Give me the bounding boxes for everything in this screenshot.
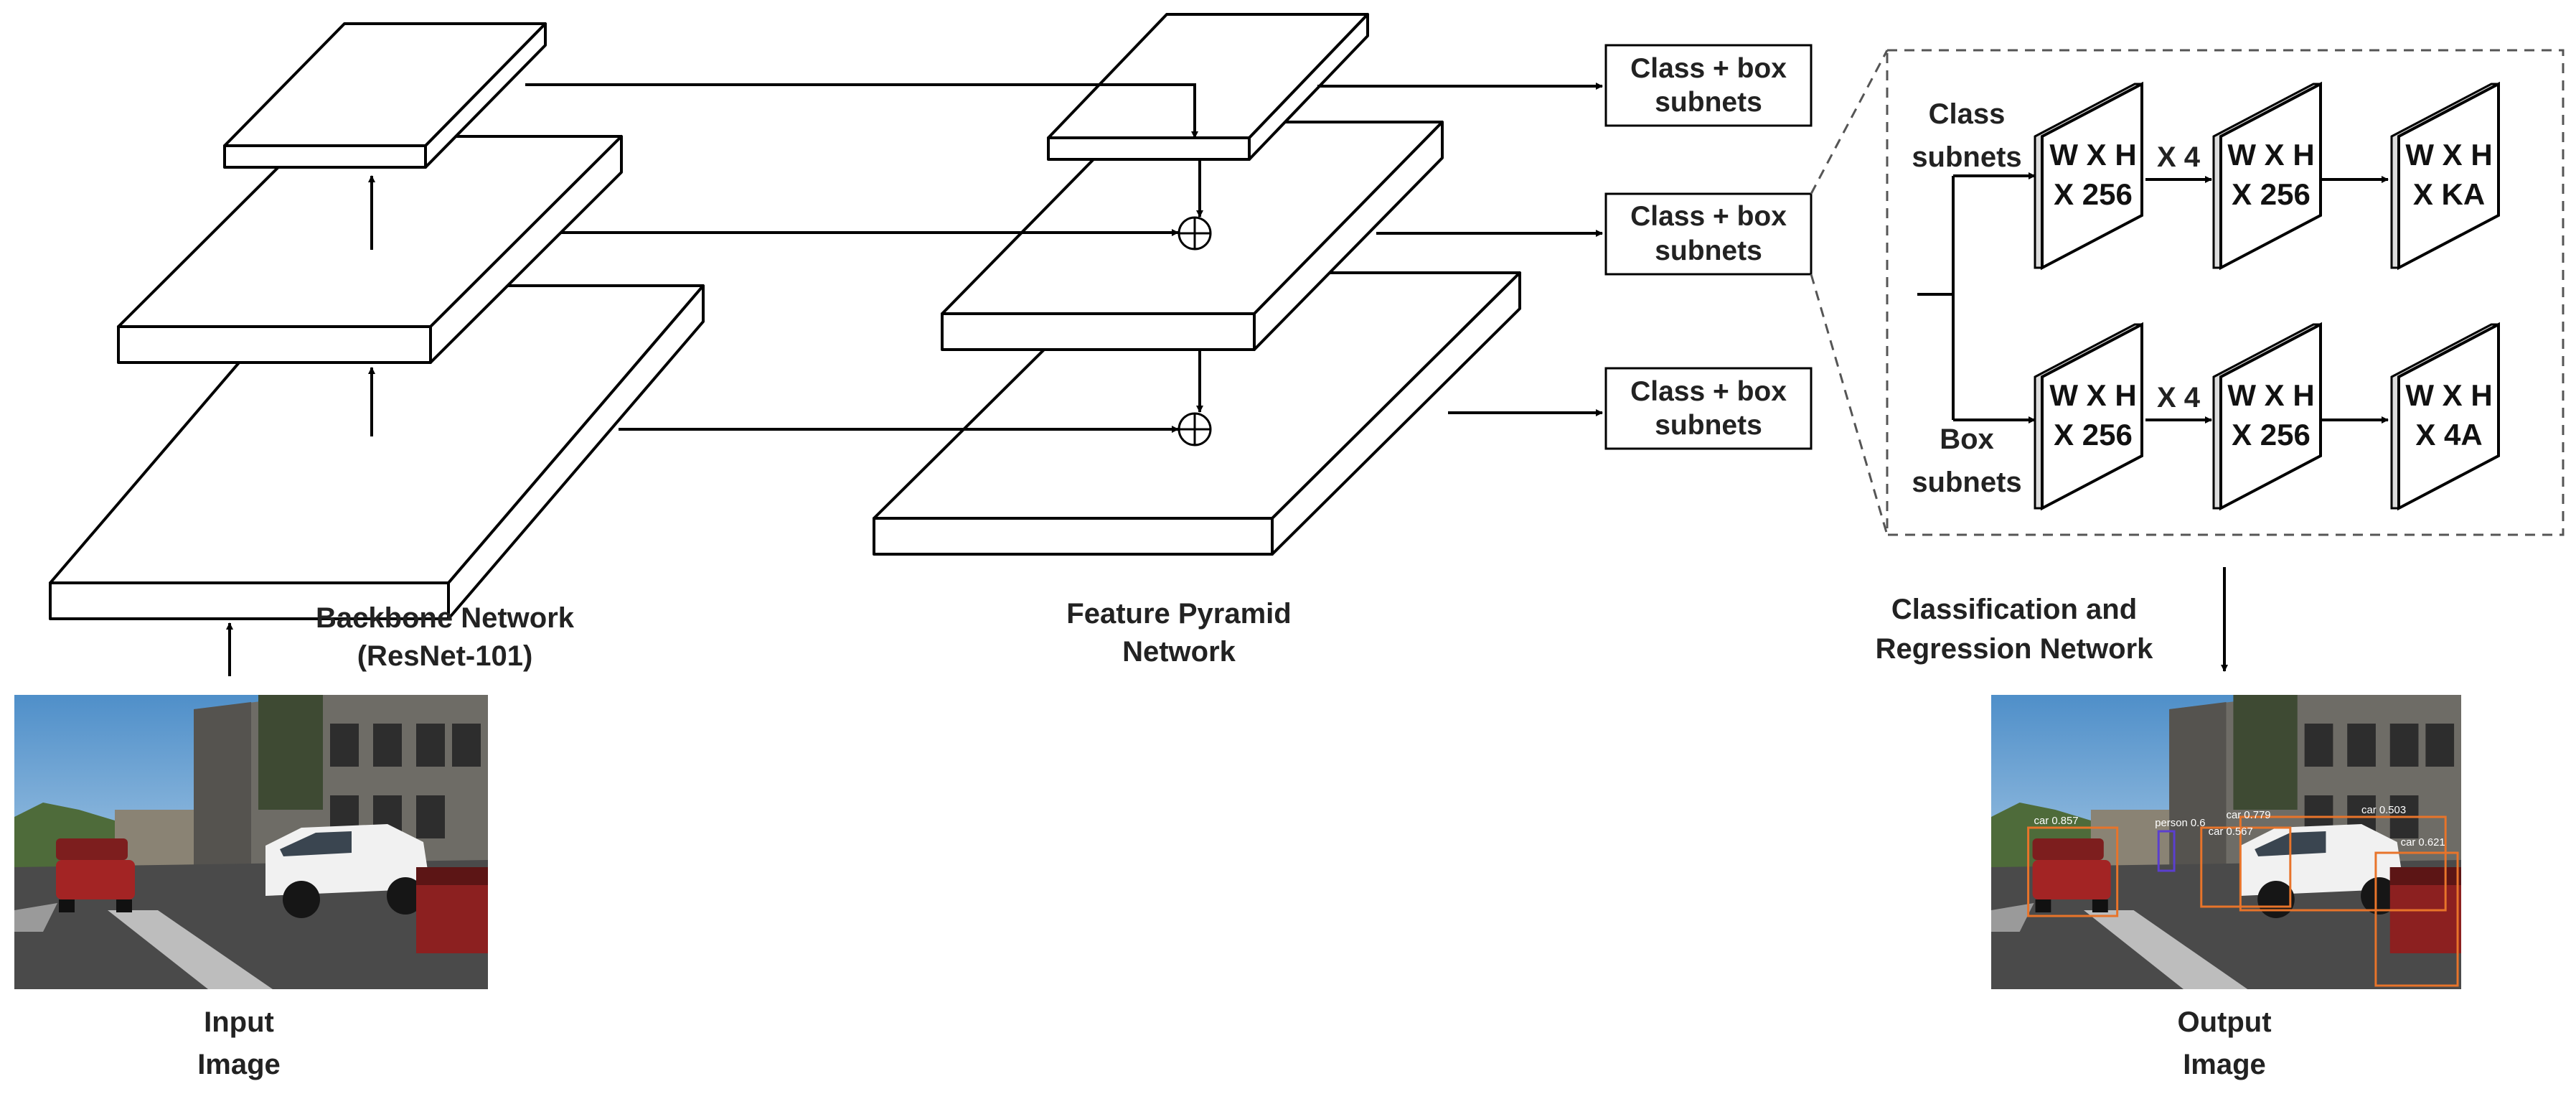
class-plane-1: W X H X 256 <box>2034 81 2143 271</box>
detection-label-1: car 0.857 <box>2034 815 2079 827</box>
zoom-line-top <box>1810 50 1889 195</box>
lateral-connection-1 <box>525 83 1198 139</box>
output-image: car 0.857 person 0.6 car 0.779 car 0.567… <box>1991 695 2461 989</box>
class-branch-label-line1: Class <box>1929 98 2006 130</box>
add-node-2-icon <box>1177 412 1212 447</box>
box-plane-1-line2: X 256 <box>2054 418 2133 452</box>
box-plane-2-line1: W X H <box>2227 378 2314 412</box>
box-branch-label-line1: Box <box>1940 424 1994 455</box>
cls-reg-label-line1: Classification and <box>1891 594 2137 625</box>
input-image <box>14 695 488 989</box>
box-plane-3: W X H X 4A <box>2390 322 2500 511</box>
fpn-level-3 <box>873 271 1521 556</box>
subnet-box-3-line2: subnets <box>1655 410 1762 441</box>
class-repeat-label: X 4 <box>2157 141 2201 173</box>
cls-reg-label-line2: Regression Network <box>1876 633 2154 665</box>
detection-label-3: car 0.779 <box>2227 809 2271 821</box>
box-plane-2-line2: X 256 <box>2232 418 2311 452</box>
input-label-line2: Image <box>197 1049 281 1080</box>
detection-person-box <box>2157 830 2176 872</box>
box-plane-1: W X H X 256 <box>2034 322 2143 511</box>
subnet-box-2-line2: subnets <box>1655 235 1762 266</box>
class-plane-2: W X H X 256 <box>2212 81 2322 271</box>
connections <box>226 83 2228 676</box>
detection-box-2 <box>2200 826 2292 908</box>
output-label-line1: Output <box>2177 1006 2271 1038</box>
detection-label-2: person 0.6 <box>2155 817 2205 829</box>
fpn-label-line1: Feature Pyramid <box>1066 598 1291 630</box>
class-plane-2-line1: W X H <box>2227 138 2314 172</box>
backbone-label-line2: (ResNet-101) <box>357 640 533 672</box>
class-plane-3-line1: W X H <box>2405 138 2492 172</box>
backbone-level-3 <box>49 284 705 620</box>
input-label-line1: Input <box>204 1006 274 1038</box>
box-plane-3-line1: W X H <box>2405 378 2492 412</box>
subnet-box-3: Class + box subnets <box>1604 367 1813 450</box>
detection-label-5: car 0.503 <box>2361 804 2406 816</box>
elementwise-add-nodes <box>1177 216 1212 447</box>
subnet-box-1-line2: subnets <box>1655 87 1762 118</box>
backbone-network <box>49 22 705 620</box>
class-plane-3: W X H X KA <box>2390 81 2500 271</box>
detection-label-6: car 0.621 <box>2401 836 2445 848</box>
subnet-box-1: Class + box subnets <box>1604 44 1813 127</box>
detection-box-1 <box>2027 826 2119 917</box>
backbone-label-line1: Backbone Network <box>316 602 575 634</box>
subnet-box-2: Class + box subnets <box>1604 192 1813 276</box>
class-plane-3-line2: X KA <box>2413 177 2485 211</box>
class-branch-label-line2: subnets <box>1912 141 2021 173</box>
backbone-level-2 <box>117 135 623 364</box>
subnet-box-2-line1: Class + box <box>1630 201 1787 232</box>
subnet-box-3-line1: Class + box <box>1630 376 1787 407</box>
box-plane-1-line1: W X H <box>2049 378 2136 412</box>
add-node-1-icon <box>1177 216 1212 251</box>
box-plane-2: W X H X 256 <box>2212 322 2322 511</box>
detail-panel-border <box>1886 49 2565 536</box>
zoom-line-bottom <box>1810 274 1889 536</box>
detection-box-3 <box>2239 815 2447 912</box>
box-repeat-label: X 4 <box>2157 382 2201 413</box>
output-label-line2: Image <box>2183 1049 2266 1080</box>
subnet-detail-panel: Class subnets Box subnets X 4 X 4 W X H … <box>1886 49 2565 536</box>
class-plane-1-line2: X 256 <box>2054 177 2133 211</box>
class-plane-1-line1: W X H <box>2049 138 2136 172</box>
detection-label-4: car 0.567 <box>2209 826 2253 838</box>
subnet-box-1-line1: Class + box <box>1630 53 1787 84</box>
fpn-level-1 <box>1047 13 1369 161</box>
box-plane-3-line2: X 4A <box>2415 418 2482 452</box>
class-plane-2-line2: X 256 <box>2232 177 2311 211</box>
backbone-level-1 <box>223 22 547 169</box>
feature-pyramid-network <box>873 13 1521 556</box>
box-branch-label-line2: subnets <box>1912 467 2021 498</box>
fpn-label-line2: Network <box>1122 636 1236 668</box>
detection-box-4 <box>2374 851 2459 987</box>
